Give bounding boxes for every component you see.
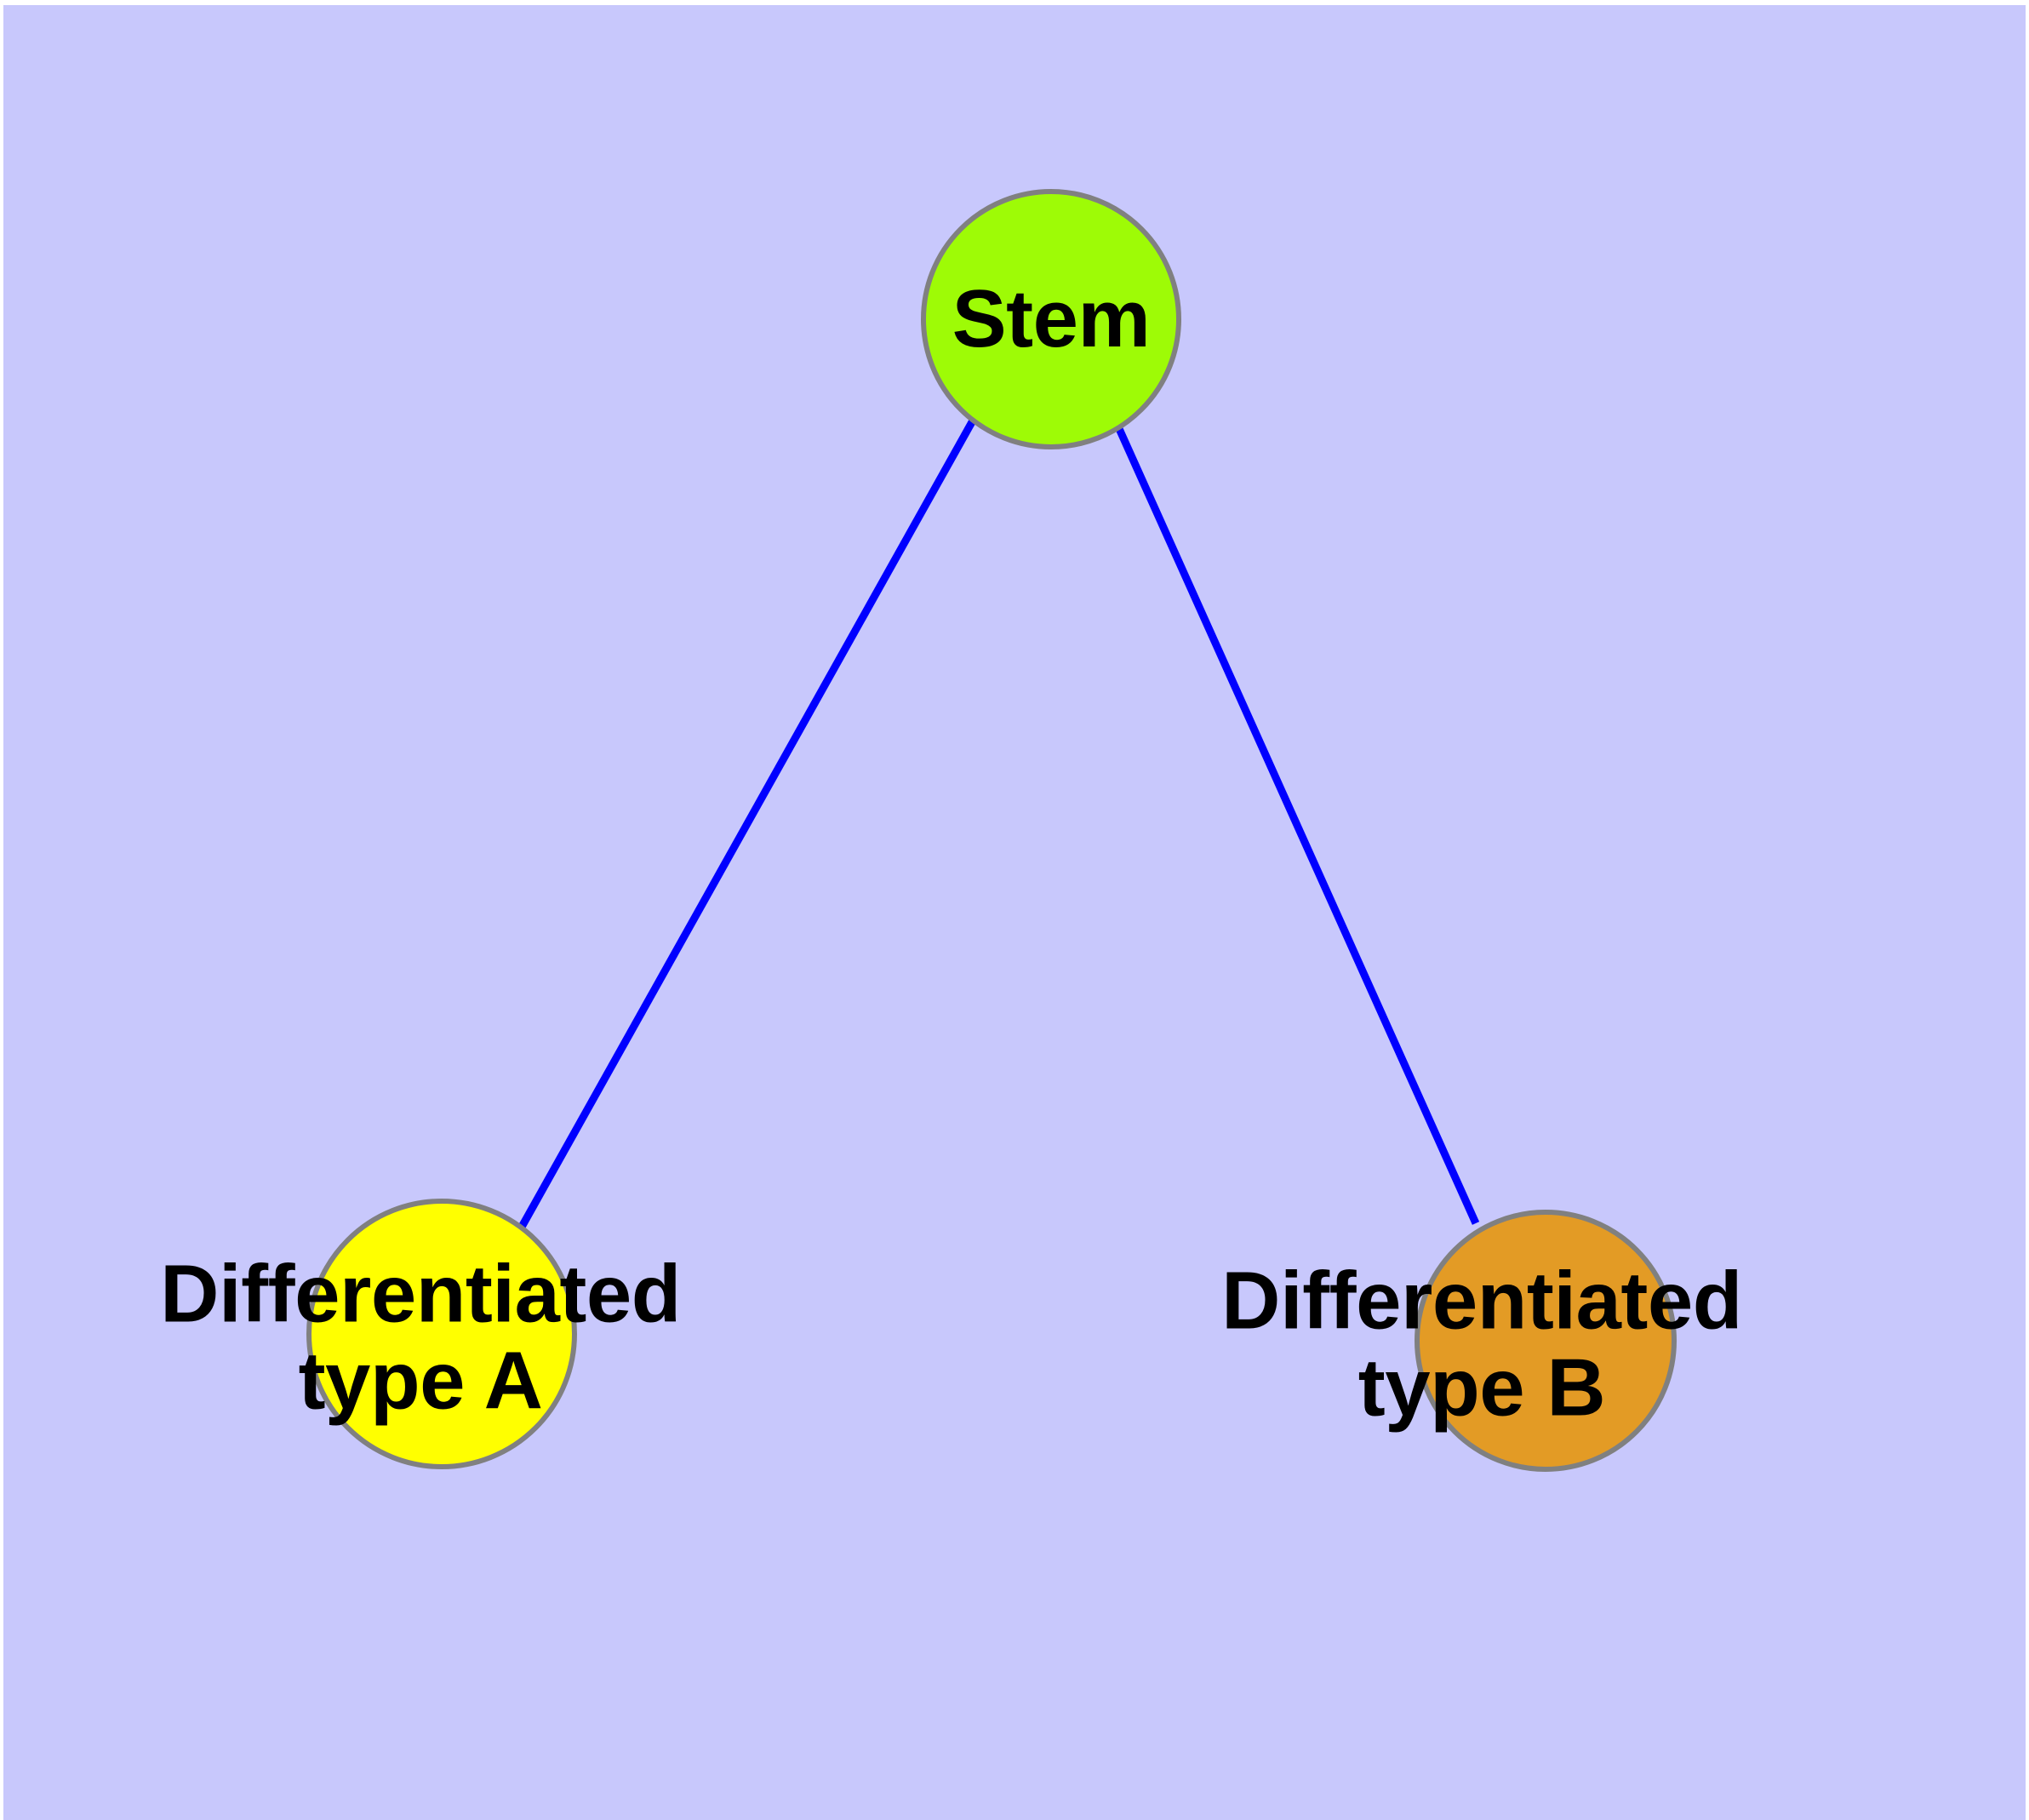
graph-node-diff_b[interactable]	[1415, 1210, 1677, 1472]
graph-node-stem[interactable]	[921, 189, 1181, 449]
graph-node-diff_a[interactable]	[306, 1199, 577, 1469]
nodes-group	[306, 189, 1677, 1472]
edges-group	[517, 418, 1480, 1231]
graph-edge-stem-diff_b	[1112, 421, 1480, 1225]
graph-edge-stem-diff_a	[517, 418, 976, 1231]
